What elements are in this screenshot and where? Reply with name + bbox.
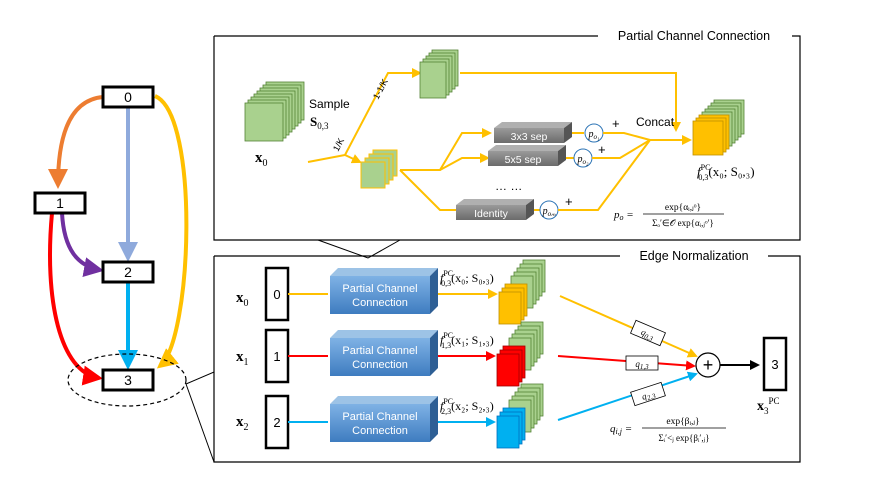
dag-node-1-label: 1 [56,195,64,211]
svg-text:0: 0 [273,287,280,302]
en-input-x0: x0 [236,290,249,309]
svg-text:1: 1 [273,349,280,364]
svg-text:poₘ: poₘ [542,206,557,218]
en-pcc-block-0[interactable]: Partial Channel Connection [330,268,438,314]
en-pcc-block-2[interactable]: Partial Channel Connection [330,396,438,442]
en-formula: qi,j = exp{βᵢ,ⱼ} Σᵢ′<ⱼ exp{βᵢ′,ⱼ} [610,417,726,443]
op-identity[interactable]: Identity [456,199,534,220]
en-weight-q13: q1,3 [625,355,659,371]
en-output-node-3[interactable]: 3 [762,336,788,392]
pcc-formula: po = exp{αᵢ,ⱼᵒ} Σₒ′∈𝒪 exp{αᵢ,ⱼᵒ′} [613,203,724,228]
svg-text:Σᵢ′<ⱼ exp{βᵢ′,ⱼ}: Σᵢ′<ⱼ exp{βᵢ′,ⱼ} [658,433,709,443]
svg-text:2: 2 [273,415,280,430]
pcc-title: Partial Channel Connection [618,29,770,43]
ops-ellipsis: … … [495,179,522,193]
plus-2: + [598,142,606,157]
op-identity-label: Identity [474,208,509,220]
edge-0-1 [48,95,104,189]
plus-1: + [612,116,620,131]
dag-node-0-label: 0 [124,89,132,105]
svg-text:Σₒ′∈𝒪 exp{αᵢ,ⱼᵒ′}: Σₒ′∈𝒪 exp{αᵢ,ⱼᵒ′} [652,218,714,228]
en-stack-0 [498,259,546,325]
en-weight-q03: q0,3 [630,319,666,347]
pcc-sample-label: Sample [309,97,350,111]
svg-text:3: 3 [771,357,778,372]
pcc-output-stack [692,99,745,156]
pcc-frac-top: 1-1/K [371,77,390,101]
pcc-sampled-stack [360,149,398,189]
op-5x5-sep[interactable]: 5x5 sep [488,145,566,166]
zoom-connector-top [317,239,401,259]
svg-text:Partial Channel: Partial Channel [342,345,417,357]
svg-text:Partial Channel: Partial Channel [342,283,417,295]
pcc-input-label: x0 [255,150,268,169]
en-input-x1: x1 [236,349,249,368]
svg-text:+: + [703,355,714,375]
svg-text:Connection: Connection [352,297,408,309]
en-node-2[interactable]: 2 [264,394,290,450]
node-3-highlight [67,353,187,407]
svg-text:q0,3: q0,3 [639,327,656,343]
sum-node: + [695,352,721,378]
en-output-label: x3PC [757,396,780,416]
en-stack-1 [496,321,544,387]
svg-text:po₁: po₁ [588,129,600,141]
op-3x3-sep[interactable]: 3x3 sep [494,122,572,143]
op-5x5-sep-label: 5x5 sep [505,154,542,166]
pcc-panel: Partial Channel Connection x0 Sample S0,… [213,29,801,241]
en-input-x2: x2 [236,414,249,433]
svg-text:Connection: Connection [352,425,408,437]
dag-node-2[interactable]: 2 [101,260,155,284]
svg-text:qi,j =: qi,j = [610,423,632,436]
plus-m: + [565,194,573,209]
svg-text:exp{βᵢ,ⱼ}: exp{βᵢ,ⱼ} [666,417,699,427]
dag-node-1[interactable]: 1 [33,191,87,215]
edge-1-2 [60,212,104,277]
en-weight-q23: q2,3 [630,381,666,407]
dag-node-3-label: 3 [124,372,132,388]
en-title: Edge Normalization [639,249,748,263]
zoom-connector [185,371,215,463]
svg-text:exp{αᵢ,ⱼᵒ}: exp{αᵢ,ⱼᵒ} [665,203,701,213]
pcc-input-stack [244,81,305,142]
edge-0-3 [153,94,189,369]
pcc-sample-var: S0,3 [310,114,329,131]
svg-text:q1,3: q1,3 [635,359,649,371]
en-node-0[interactable]: 0 [264,266,290,322]
cell-dag: 0 1 2 3 [33,85,189,407]
en-pcc-block-1[interactable]: Partial Channel Connection [330,330,438,376]
svg-text:Connection: Connection [352,359,408,371]
op-3x3-sep-label: 3x3 sep [511,131,548,143]
dag-node-2-label: 2 [124,264,132,280]
pcc-frac-bottom: 1/K [331,136,346,153]
en-panel: Edge Normalization x0 0 Partial Channel … [213,249,801,463]
edge-1-3 [48,212,103,386]
dag-node-3[interactable]: 3 [101,368,155,392]
svg-text:Partial Channel: Partial Channel [342,411,417,423]
svg-text:po =: po = [613,209,634,222]
pcc-bypass-stack [419,49,459,99]
en-stack-2 [496,383,544,449]
en-node-1[interactable]: 1 [264,328,290,384]
svg-text:po₂: po₂ [577,154,590,166]
concat-label: Concat [636,115,675,129]
dag-node-0[interactable]: 0 [101,85,155,109]
svg-text:q2,3: q2,3 [640,388,657,404]
